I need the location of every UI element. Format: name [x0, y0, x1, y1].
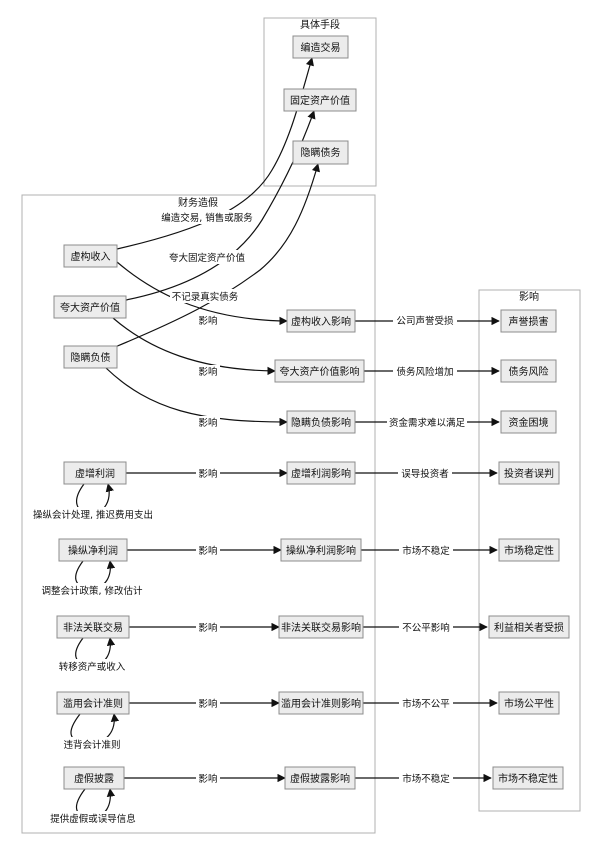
svg-text:虚假披露影响: 虚假披露影响 — [290, 772, 350, 785]
svg-text:编造交易: 编造交易 — [301, 41, 341, 54]
edge-labels-means: 编造交易, 销售或服务 夸大固定资产价值 不记录真实债务 — [160, 210, 254, 303]
node-effect-inflate-assets: 夸大资产价值影响 — [274, 359, 365, 383]
svg-text:操纵净利润: 操纵净利润 — [68, 544, 118, 557]
cluster-impact-label: 影响 — [519, 290, 539, 303]
node-stability: 市场稳定性 — [498, 538, 560, 562]
node-effect-illegal-rel: 非法关联交易影响 — [278, 615, 364, 639]
svg-text:利益相关者受损: 利益相关者受损 — [494, 621, 564, 634]
node-effect-manip-profit: 操纵净利润影响 — [280, 538, 362, 562]
label-influence-3: 影响 — [198, 417, 217, 429]
svg-text:虚构收入: 虚构收入 — [71, 250, 111, 263]
node-effect-abuse-std: 滥用会计准则影响 — [278, 691, 364, 715]
svg-text:虚增利润: 虚增利润 — [75, 467, 115, 480]
svg-text:非法关联交易影响: 非法关联交易影响 — [281, 621, 361, 634]
svg-text:隐瞒债务: 隐瞒债务 — [301, 146, 341, 159]
node-illegal-rel: 非法关联交易 — [56, 615, 130, 639]
node-hide-debt: 隐瞒债务 — [292, 140, 349, 165]
node-capital: 资金困境 — [500, 410, 557, 434]
edge-labels-loops: 操纵会计处理, 推迟费用支出 调整会计政策, 修改估计 转移资产或收入 违背会计… — [32, 507, 154, 825]
node-instability: 市场不稳定性 — [492, 766, 564, 790]
node-abuse-std: 滥用会计准则 — [56, 691, 130, 715]
svg-text:虚增利润影响: 虚增利润影响 — [291, 467, 351, 480]
svg-text:声誉损害: 声誉损害 — [509, 315, 549, 328]
node-investor: 投资者误判 — [498, 461, 560, 485]
label-influence-2: 影响 — [198, 366, 217, 378]
edge-hide-liab-to-effect — [105, 367, 288, 427]
edge-inflate-assets-to-effect — [112, 317, 276, 376]
label-influence-5: 影响 — [198, 545, 217, 557]
nodes-effects: 虚构收入影响 夸大资产价值影响 隐瞒负债影响 虚增利润影响 操纵净利润影响 非法… — [274, 309, 365, 790]
svg-text:夸大资产价值影响: 夸大资产价值影响 — [280, 365, 360, 378]
label-adjust-policy: 调整会计政策, 修改估计 — [41, 585, 143, 597]
label-market-unstable-2: 市场不稳定 — [402, 773, 450, 785]
node-stakeholder: 利益相关者受损 — [488, 615, 570, 639]
svg-text:虚构收入影响: 虚构收入影响 — [291, 315, 351, 328]
node-manip-profit: 操纵净利润 — [58, 538, 128, 562]
svg-text:隐瞒负债: 隐瞒负债 — [71, 351, 111, 364]
node-effect-inflate-profit: 虚增利润影响 — [286, 461, 356, 485]
label-influence-8: 影响 — [198, 773, 217, 785]
nodes-fraud: 虚构收入 夸大资产价值 隐瞒负债 虚增利润 操纵净利润 非法关联交易 滥用会计准… — [53, 244, 130, 790]
label-violate-std: 违背会计准则 — [63, 739, 120, 751]
label-market-unfair: 市场不公平 — [402, 698, 450, 710]
label-influence-4: 影响 — [198, 468, 217, 480]
label-debt-risk-up: 债务风险增加 — [396, 366, 453, 378]
label-influence-7: 影响 — [198, 698, 217, 710]
label-fake-trade: 编造交易, 销售或服务 — [161, 212, 253, 224]
svg-text:市场公平性: 市场公平性 — [504, 697, 554, 710]
node-fixed-value: 固定资产价值 — [283, 88, 357, 112]
node-effect-fake-income: 虚构收入影响 — [286, 309, 356, 333]
cluster-fraud-label: 财务造假 — [178, 196, 218, 209]
label-manip-accounting: 操纵会计处理, 推迟费用支出 — [33, 509, 153, 521]
svg-text:非法关联交易: 非法关联交易 — [63, 621, 123, 634]
label-market-unstable-1: 市场不稳定 — [402, 545, 450, 557]
svg-text:隐瞒负债影响: 隐瞒负债影响 — [291, 416, 351, 429]
node-inflate-profit: 虚增利润 — [63, 461, 127, 485]
node-reputation: 声誉损害 — [500, 309, 557, 333]
nodes-impacts: 声誉损害 债务风险 资金困境 投资者误判 市场稳定性 利益相关者受损 市场公平性 — [488, 309, 570, 790]
node-effect-false-disc: 虚假披露影响 — [284, 766, 356, 790]
edge-hide-liab-to-hide-debt — [114, 163, 320, 348]
node-fake-trade: 编造交易 — [292, 35, 349, 59]
node-effect-hide-liab: 隐瞒负债影响 — [286, 410, 356, 434]
node-debt-risk: 债务风险 — [500, 359, 557, 383]
svg-text:滥用会计准则: 滥用会计准则 — [63, 697, 123, 710]
svg-text:市场不稳定性: 市场不稳定性 — [498, 772, 558, 785]
cluster-means-label: 具体手段 — [300, 18, 340, 31]
svg-text:投资者误判: 投资者误判 — [504, 467, 554, 480]
svg-text:固定资产价值: 固定资产价值 — [290, 94, 350, 107]
node-fairness: 市场公平性 — [498, 691, 560, 715]
node-false-disc: 虚假披露 — [63, 766, 125, 790]
label-inflate-fixed: 夸大固定资产价值 — [169, 252, 246, 264]
svg-text:夸大资产价值: 夸大资产价值 — [60, 301, 120, 314]
svg-text:虚假披露: 虚假披露 — [74, 772, 114, 785]
node-hide-liab: 隐瞒负债 — [63, 345, 118, 369]
label-no-record-debt: 不记录真实债务 — [172, 291, 239, 303]
svg-text:债务风险: 债务风险 — [509, 365, 549, 378]
label-provide-false-info: 提供虚假或误导信息 — [50, 813, 136, 825]
label-influence-6: 影响 — [198, 622, 217, 634]
edge-labels-influence: 影响 影响 影响 影响 影响 影响 影响 影响 — [196, 314, 220, 785]
label-influence-1: 影响 — [198, 315, 217, 327]
label-unfair-effect: 不公平影响 — [402, 622, 450, 634]
svg-text:滥用会计准则影响: 滥用会计准则影响 — [281, 697, 361, 710]
svg-text:操纵净利润影响: 操纵净利润影响 — [286, 544, 356, 557]
svg-text:资金困境: 资金困境 — [509, 416, 549, 429]
node-fake-income: 虚构收入 — [63, 244, 118, 268]
label-mislead-investor: 误导投资者 — [401, 468, 449, 480]
edge-labels-impact: 公司声誉受损 债务风险增加 资金需求难以满足 误导投资者 市场不稳定 不公平影响… — [387, 314, 467, 785]
svg-text:市场稳定性: 市场稳定性 — [504, 544, 554, 557]
label-capital-hard: 资金需求难以满足 — [389, 417, 466, 429]
label-transfer-assets: 转移资产或收入 — [59, 661, 126, 673]
label-rep-loss: 公司声誉受损 — [396, 315, 454, 327]
nodes-means: 编造交易 固定资产价值 隐瞒债务 — [283, 35, 357, 165]
node-inflate-assets: 夸大资产价值 — [53, 295, 127, 319]
